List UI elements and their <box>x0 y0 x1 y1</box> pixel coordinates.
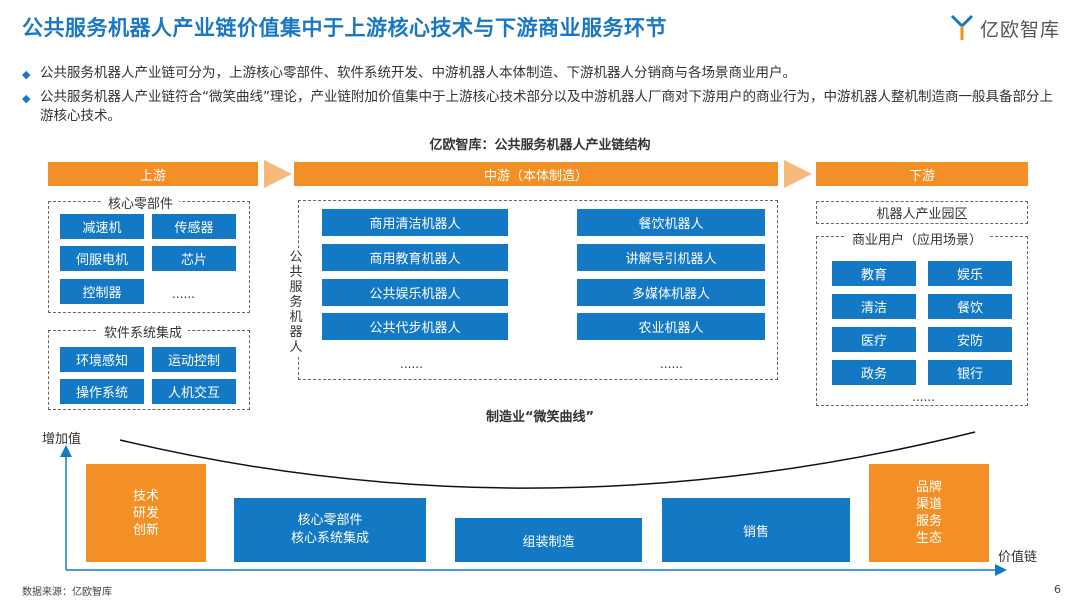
midstream-robot: 多媒体机器人 <box>577 279 765 306</box>
midstream-robot: 讲解导引机器人 <box>577 244 765 271</box>
stage-midstream: 中游（本体制造） <box>294 162 778 186</box>
midstream-robot: 公共娱乐机器人 <box>322 279 508 306</box>
midstream-more: ...... <box>400 357 423 371</box>
user-scene: 政务 <box>832 360 916 385</box>
core-parts-label: 核心零部件 <box>102 193 180 212</box>
software-item: 人机交互 <box>152 379 236 404</box>
users-label: 商业用户（应用场景） <box>846 229 989 248</box>
midstream-more: ...... <box>660 357 683 371</box>
page-number: 6 <box>1054 583 1061 596</box>
smile-curve <box>119 431 976 489</box>
core-part: 传感器 <box>152 214 236 239</box>
software-label: 软件系统集成 <box>98 322 189 341</box>
value-bar-assembly: 组装制造 <box>455 518 642 562</box>
core-part: 芯片 <box>152 246 236 271</box>
user-scene: 清洁 <box>832 294 916 319</box>
park-box: 机器人产业园区 <box>816 201 1028 224</box>
logo-icon <box>950 14 974 40</box>
diamond-icon: ◆ <box>22 92 31 105</box>
bullet-list: ◆ 公共服务机器人产业链可分为，上游核心零部件、软件系统开发、中游机器人本体制造… <box>22 64 1062 130</box>
software-item: 环境感知 <box>60 347 144 372</box>
bullet-text: 公共服务机器人产业链可分为，上游核心零部件、软件系统开发、中游机器人本体制造、下… <box>40 65 796 81</box>
smile-label: 制造业“微笑曲线” <box>485 410 595 425</box>
stage-upstream: 上游 <box>48 162 258 186</box>
data-source: 数据来源：亿欧智库 <box>22 587 112 598</box>
software-item: 操作系统 <box>60 379 144 404</box>
midstream-robot: 商用清洁机器人 <box>322 209 508 236</box>
value-bar-sales: 销售 <box>662 498 850 562</box>
user-scene: 餐饮 <box>928 294 1012 319</box>
diamond-icon: ◆ <box>22 68 31 81</box>
midstream-robot: 餐饮机器人 <box>577 209 765 236</box>
stage-downstream: 下游 <box>816 162 1028 186</box>
arrow-right-icon <box>784 160 812 188</box>
arrow-right-icon <box>264 160 292 188</box>
logo-text: 亿欧智库 <box>980 18 1061 41</box>
users-more: ...... <box>912 390 935 404</box>
midstream-robot: 商用教育机器人 <box>322 244 508 271</box>
core-part: 控制器 <box>60 279 144 304</box>
midstream-robot: 公共代步机器人 <box>322 313 508 340</box>
user-scene: 医疗 <box>832 327 916 352</box>
bullet-item: ◆ 公共服务机器人产业链符合“微笑曲线”理论，产业链附加价值集中于上游核心技术部… <box>22 88 1062 126</box>
diagram-title: 亿欧智库：公共服务机器人产业链结构 <box>429 138 651 153</box>
value-bar-core: 核心零部件 核心系统集成 <box>234 498 426 562</box>
bullet-item: ◆ 公共服务机器人产业链可分为，上游核心零部件、软件系统开发、中游机器人本体制造… <box>22 64 1062 84</box>
midstream-robot: 农业机器人 <box>577 313 765 340</box>
core-parts-more: ...... <box>172 287 195 301</box>
core-part: 伺服电机 <box>60 246 144 271</box>
core-part: 减速机 <box>60 214 144 239</box>
midstream-vertical-label: 公共服务机器人 <box>289 248 303 357</box>
user-scene: 银行 <box>928 360 1012 385</box>
user-scene: 安防 <box>928 327 1012 352</box>
x-axis-label: 价值链 <box>998 550 1038 565</box>
bullet-text: 公共服务机器人产业链符合“微笑曲线”理论，产业链附加价值集中于上游核心技术部分以… <box>40 89 1053 124</box>
value-bar-rd: 技术 研发 创新 <box>86 464 206 562</box>
value-bar-brand: 品牌 渠道 服务 生态 <box>869 464 989 562</box>
user-scene: 教育 <box>832 261 916 286</box>
user-scene: 娱乐 <box>928 261 1012 286</box>
logo: 亿欧智库 <box>950 14 1060 42</box>
y-axis-label: 增加值 <box>42 432 82 447</box>
software-item: 运动控制 <box>152 347 236 372</box>
page-title: 公共服务机器人产业链价值集中于上游核心技术与下游商业服务环节 <box>22 16 667 40</box>
